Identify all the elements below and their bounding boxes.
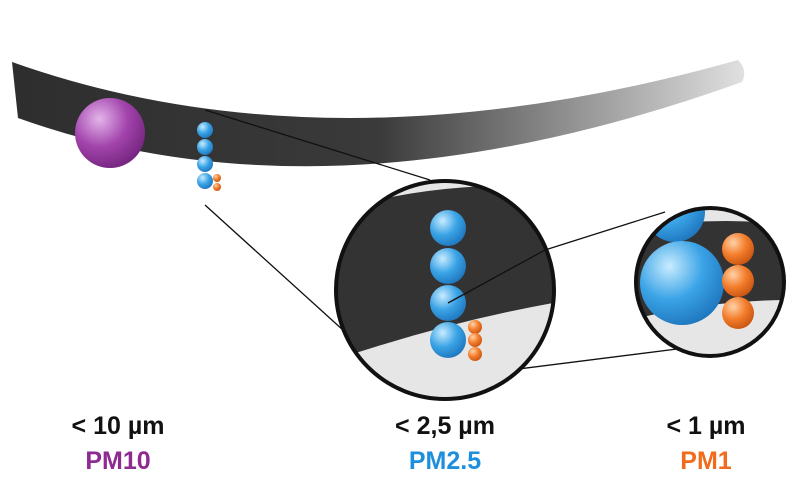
pm10-particle	[75, 98, 145, 168]
magnified-circle-pm1	[637, 209, 783, 355]
pm1-size-label: < 1 µm	[666, 412, 746, 440]
pm25-particles-small	[197, 122, 213, 189]
pm10-size-label: < 10 µm	[71, 412, 165, 440]
pm25-size-label: < 2,5 µm	[395, 412, 495, 440]
hair-strand	[12, 60, 745, 167]
zoom-lines	[204, 109, 686, 378]
magnified-circle-pm25	[337, 182, 553, 398]
pm25-label: PM2.5	[408, 447, 482, 475]
pm1-label: PM1	[680, 447, 732, 475]
pm10-label: PM10	[85, 447, 151, 475]
pm1-particles-small	[213, 174, 221, 191]
